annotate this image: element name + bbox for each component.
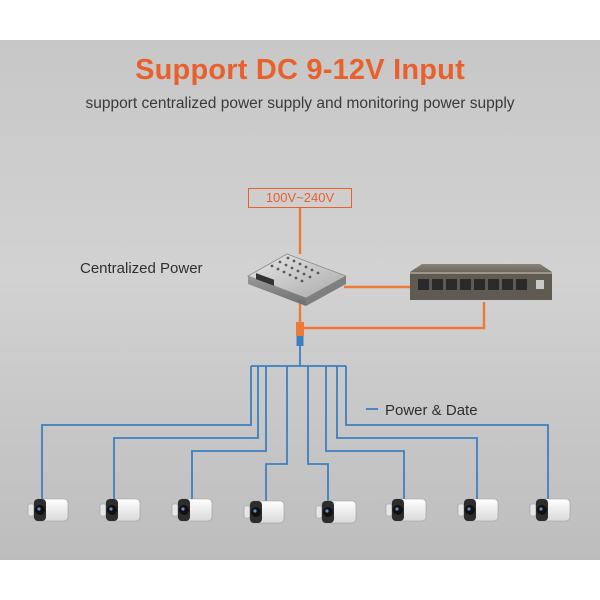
diagram-panel: Support DC 9-12V Input support centraliz… <box>0 40 600 560</box>
cable-camera-3 <box>191 366 267 500</box>
cctv-camera-icon <box>99 498 141 522</box>
switch-to-splitter-line <box>300 302 486 332</box>
page-subtitle: support centralized power supply and mon… <box>85 95 515 112</box>
page-title: Support DC 9-12V Input <box>135 54 465 86</box>
splitter-connector-icon <box>296 322 304 346</box>
centralized-power-label: Centralized Power <box>80 260 203 277</box>
cable-camera-7 <box>336 366 478 500</box>
cable-camera-1 <box>41 366 252 500</box>
cable-camera-8 <box>345 366 549 500</box>
cctv-camera-icon <box>315 500 357 524</box>
wiring-diagram <box>27 208 571 524</box>
network-switch-icon <box>410 264 552 300</box>
cctv-camera-icon <box>457 498 499 522</box>
cable-camera-4 <box>265 366 288 502</box>
cable-camera-5 <box>307 366 329 502</box>
cable-camera-2 <box>113 366 259 500</box>
cable-bundle <box>41 346 549 502</box>
cctv-camera-icon <box>385 498 427 522</box>
power-date-legend: Power & Date <box>385 402 478 419</box>
cctv-camera-icon <box>529 498 571 522</box>
camera-row <box>27 498 571 524</box>
cctv-camera-icon <box>243 500 285 524</box>
power-supply-icon <box>247 253 347 306</box>
voltage-input-label: 100V~240V <box>248 188 352 208</box>
cctv-camera-icon <box>171 498 213 522</box>
cable-camera-6 <box>325 366 405 500</box>
cctv-camera-icon <box>27 498 69 522</box>
